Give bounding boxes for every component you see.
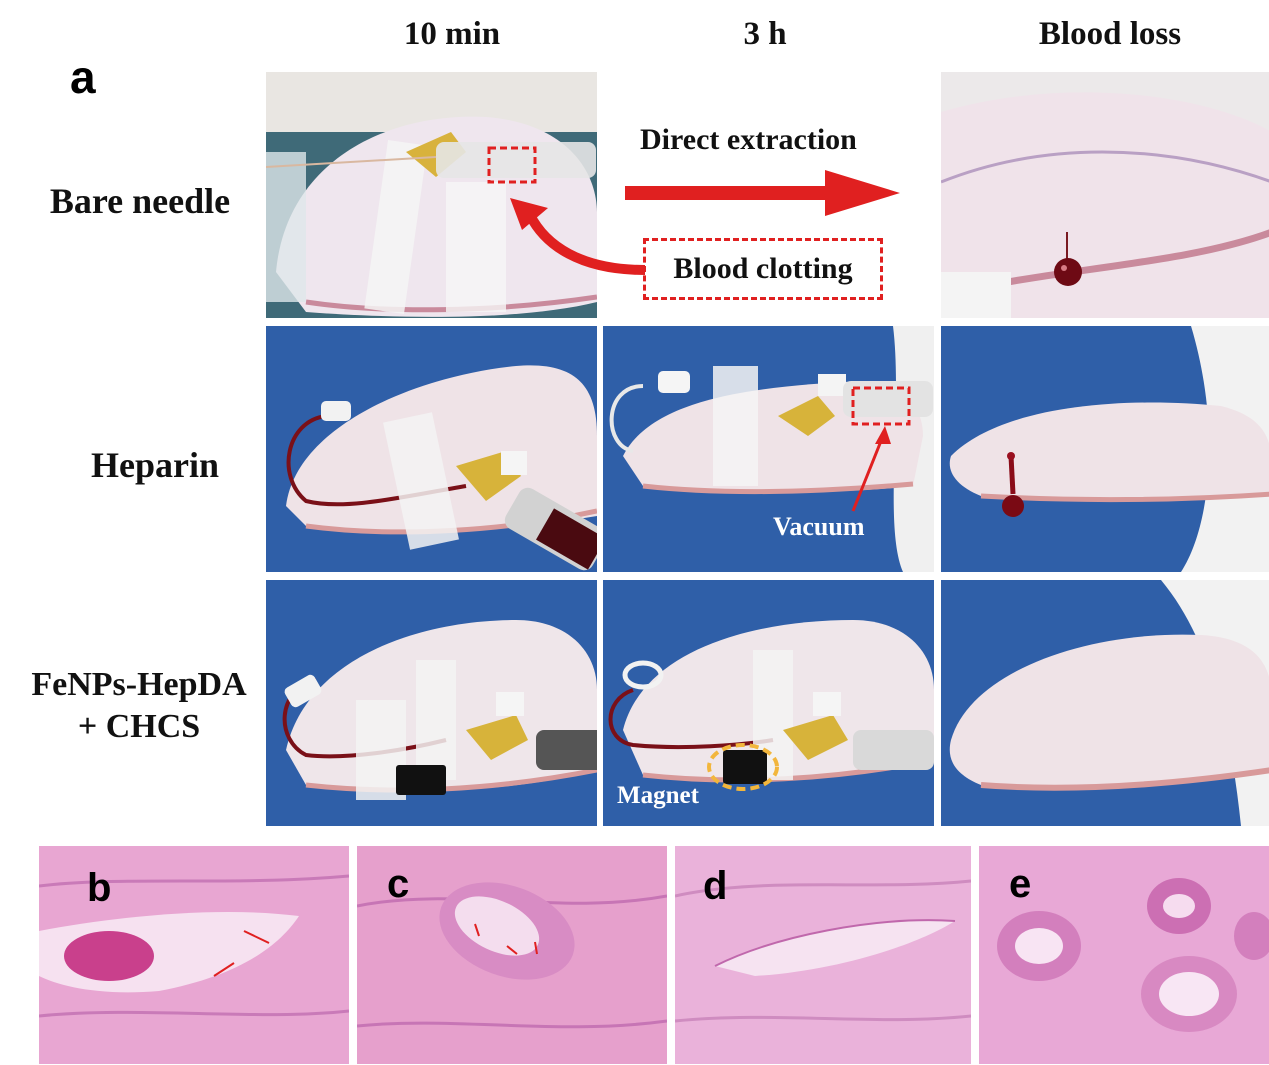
photo-fenps-10min: [266, 580, 597, 826]
histology-panel-b: b: [39, 846, 349, 1064]
blood-clotting-arrow: [510, 198, 646, 275]
column-header-10min: 10 min: [403, 16, 501, 52]
panel-letter-d: d: [703, 864, 728, 908]
photo-heparin-3h: Vacuum: [603, 326, 934, 572]
histology-panel-c: c: [357, 846, 667, 1064]
panel-letter-a: a: [70, 51, 96, 103]
photo-bare-needle-10min: [266, 72, 597, 318]
photo-fenps-blood-loss: [941, 580, 1269, 826]
row-label-bare-needle: Bare needle: [49, 181, 231, 221]
histology-panel-d: d: [675, 846, 971, 1064]
photo-heparin-10min: [266, 326, 597, 572]
panel-letter-c: c: [387, 862, 410, 906]
photo-bare-needle-blood-loss: [941, 72, 1269, 318]
column-header-blood-loss: Blood loss: [1038, 16, 1182, 52]
column-header-3h: 3 h: [743, 16, 787, 52]
panel-letter-b: b: [87, 866, 112, 910]
panel-letter-e: e: [1009, 862, 1032, 906]
row-label-heparin: Heparin: [90, 445, 219, 485]
histology-panel-e: e: [979, 846, 1269, 1064]
annotation-magnet: Magnet: [617, 782, 699, 809]
photo-fenps-3h: Magnet: [603, 580, 934, 826]
photo-heparin-blood-loss: [941, 326, 1269, 572]
direct-extraction-arrow: [625, 170, 900, 216]
annotation-direct-extraction: Direct extraction: [640, 123, 857, 156]
annotation-vacuum: Vacuum: [773, 512, 865, 541]
row-label-fenps-hepda-chcs: FeNPs-HepDA + CHCS: [31, 666, 247, 745]
blood-clotting-box: Blood clotting: [643, 238, 883, 300]
annotation-blood-clotting: Blood clotting: [673, 252, 853, 285]
